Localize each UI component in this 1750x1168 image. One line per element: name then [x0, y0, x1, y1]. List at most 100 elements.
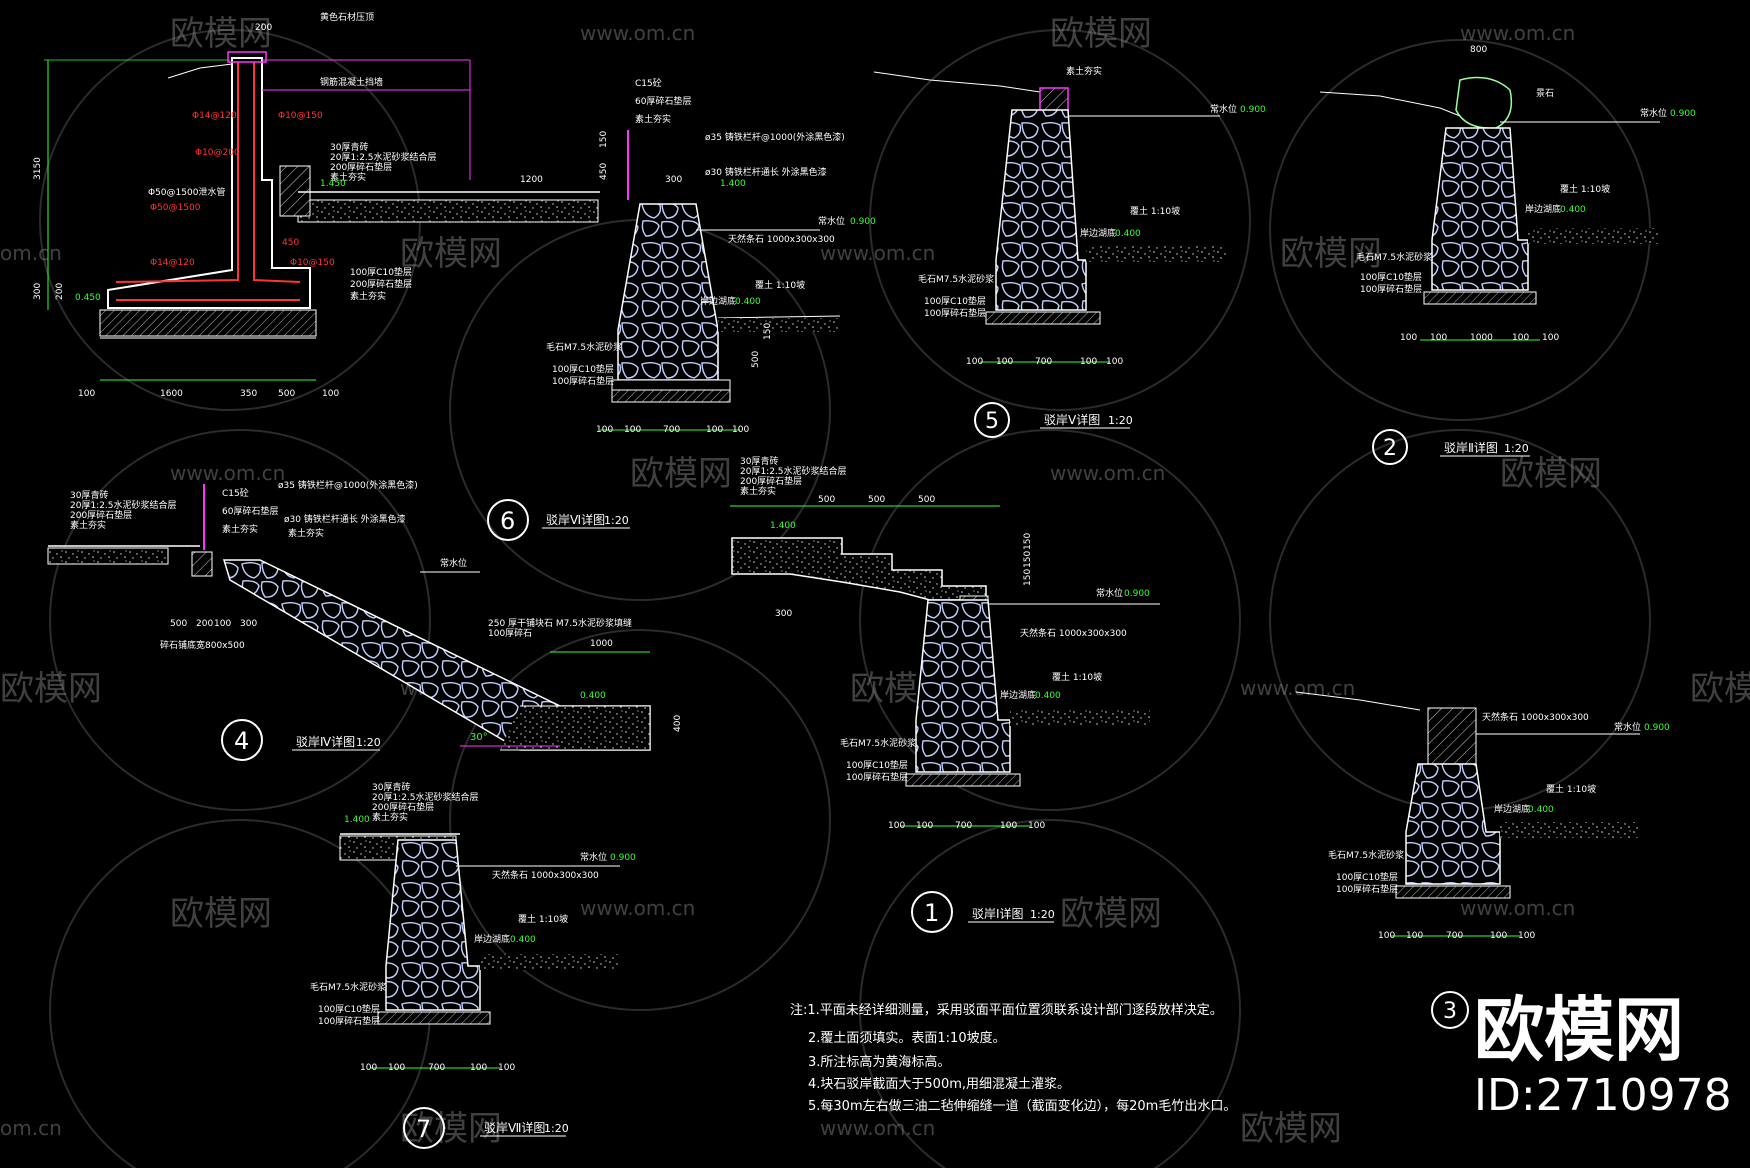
masonry-label: 常水位 — [1210, 103, 1237, 115]
railing-masonry-section: C15砼 60厚碎石垫层 素土夯实 ø35 铸铁栏杆@1000(外涂黑色漆) ø… — [546, 77, 876, 435]
masonry-label: 天然条石 1000x300x300 — [1020, 627, 1127, 639]
wall-label: 200厚碎石垫层 — [350, 278, 412, 290]
retaining-wall-section: 3150 300 200 Φ14@120 Φ10@200 Φ10@150 Φ14… — [33, 11, 600, 399]
s4-dim: 100 — [214, 619, 231, 629]
wall-label: 钢筋混凝土挡墙 — [320, 76, 383, 88]
base-dim: 100 — [1000, 821, 1017, 831]
watermark-brand: 欧模网 — [170, 14, 272, 54]
step-300-dim: 300 — [775, 609, 792, 619]
masonry-label: 覆土 1:10坡 — [1130, 205, 1180, 217]
base-dim: 100 — [888, 821, 905, 831]
paving-label: 30厚青砖 — [740, 455, 778, 467]
masonry-label: 素土夯实 — [1066, 65, 1102, 77]
masonry-label: 100厚碎石垫层 — [552, 375, 614, 387]
masonry-label: 100厚C10垫层 — [552, 363, 614, 375]
masonry-label: 100厚碎石垫层 — [1336, 883, 1398, 895]
railing-label: C15砼 — [635, 77, 662, 89]
paving-label: 30厚青砖 — [372, 781, 410, 793]
elevation-tag: 1.400 — [770, 521, 796, 531]
base-dim: 100 — [322, 389, 339, 399]
wall-base-dim: 200 — [55, 283, 65, 300]
masonry-label: 覆土 1:10坡 — [518, 913, 568, 925]
masonry-label: 常水位 — [818, 215, 845, 227]
paving-label: 200厚碎石垫层 — [372, 801, 434, 813]
watermark-domain: www.om.cn — [580, 21, 695, 45]
base-dim: 700 — [955, 821, 972, 831]
base-dim: 700 — [428, 1063, 445, 1073]
badge-id: ID:2710978 — [1474, 1070, 1732, 1121]
section-scale: 1:20 — [1108, 414, 1133, 427]
section-number: 6 — [500, 507, 515, 535]
id-badge: 欧模网 ID:2710978 — [1474, 989, 1732, 1121]
masonry-label: 100厚C10垫层 — [318, 1003, 380, 1015]
wall-label: 素土夯实 — [330, 171, 366, 183]
paving-label: 200厚碎石垫层 — [740, 475, 802, 487]
watermark-domain: www.om.cn — [580, 896, 695, 920]
watermark-domain: www.om.cn — [820, 241, 935, 265]
slope-angle: 30° — [470, 732, 488, 743]
masonry-label: 覆土 1:10坡 — [1560, 183, 1610, 195]
section-number: 3 — [1443, 999, 1457, 1024]
wall-label: 素土夯实 — [350, 290, 386, 302]
watermark-brand: 欧模网 — [400, 1109, 502, 1149]
paving-label: 20厚1:2.5水泥砂浆结合层 — [70, 499, 177, 511]
step-h-dim: 150 — [1023, 551, 1033, 568]
base-dim: 100 — [624, 425, 641, 435]
section-title: 驳岸Ⅳ详图 — [296, 734, 355, 749]
base-dim: 100 — [732, 425, 749, 435]
masonry-label: 100厚碎石垫层 — [924, 307, 986, 319]
base-dim: 100 — [596, 425, 613, 435]
section-scale: 1:20 — [356, 736, 381, 749]
section-title: 驳岸Ⅵ详图 — [546, 512, 605, 527]
railing-label: C15砼 — [222, 487, 249, 499]
masonry-label: 100厚碎石垫层 — [846, 771, 908, 783]
base-dim: 100 — [1518, 931, 1535, 941]
base-dim: 100 — [1378, 931, 1395, 941]
base-dim: 100 — [706, 425, 723, 435]
step-dim: 500 — [918, 495, 935, 505]
wall-height-dim: 3150 — [33, 157, 43, 180]
elevation-tag: 1.450 — [320, 179, 346, 189]
top-width-dim: 200 — [255, 23, 272, 33]
watermark-brand: 欧模网 — [0, 669, 102, 709]
wall-label: 30厚青砖 — [330, 141, 368, 153]
railing-label: ø30 铸铁栏杆通长 外涂黑色漆 — [284, 513, 406, 525]
watermark-brand: 欧模网 — [1240, 1109, 1342, 1149]
masonry-label: 覆土 1:10坡 — [755, 279, 805, 291]
paving-label: 素土夯实 — [70, 519, 106, 531]
masonry-label: 常水位 — [1640, 107, 1667, 119]
step-h-dim: 150 — [1023, 533, 1033, 550]
section-number: 2 — [1383, 436, 1397, 461]
elevation-tag: 0.400 — [735, 297, 761, 307]
masonry-label: 天然条石 1000x300x300 — [492, 869, 599, 881]
section-title: 驳岸Ⅶ详图 — [484, 1120, 545, 1135]
edge-label: 碎石铺底宽800x500 — [160, 639, 245, 651]
note-line: 2.覆土面须填实。表面1:10坡度。 — [808, 1030, 1006, 1046]
wall-label: 20厚1:2.5水泥砂浆结合层 — [330, 151, 437, 163]
watermark-layer: 欧模网 www.om.cn 欧模网 www.om.cn om.cn 欧模网 ww… — [0, 14, 1750, 1149]
step-dim: 500 — [818, 495, 835, 505]
note-line: 注:1.平面未经详细测量，采用驳面平面位置须联系设计部门逐段放样决定。 — [790, 1003, 1223, 1018]
slope-label: 100厚碎石 — [488, 627, 532, 639]
section-scale: 1:20 — [1504, 442, 1529, 455]
rail-dim: 450 — [599, 163, 609, 180]
stone-label: 景石 — [1536, 88, 1554, 99]
note-line: 3.所注标高为黄海标高。 — [808, 1054, 950, 1070]
s4-dim: 300 — [240, 619, 257, 629]
s4-dim: 500 — [170, 619, 187, 629]
s4-dim: 200 — [196, 619, 213, 629]
paving-width-dim: 1200 — [520, 175, 543, 185]
masonry-label: 天然条石 1000x300x300 — [728, 233, 835, 245]
stone-width-dim: 800 — [1470, 45, 1487, 55]
section-number: 1 — [924, 899, 939, 927]
rebar-label: Φ10@200 — [195, 148, 240, 158]
watermark-brand: 欧模网 — [400, 234, 502, 274]
base-dim: 100 — [1430, 333, 1447, 343]
step-dim: 500 — [868, 495, 885, 505]
base-dim: 100 — [996, 357, 1013, 367]
elevation-tag: 0.900 — [1124, 589, 1150, 599]
elevation-tag: 0.400 — [1035, 691, 1061, 701]
base-dim: 100 — [470, 1063, 487, 1073]
base-dim: 500 — [278, 389, 295, 399]
